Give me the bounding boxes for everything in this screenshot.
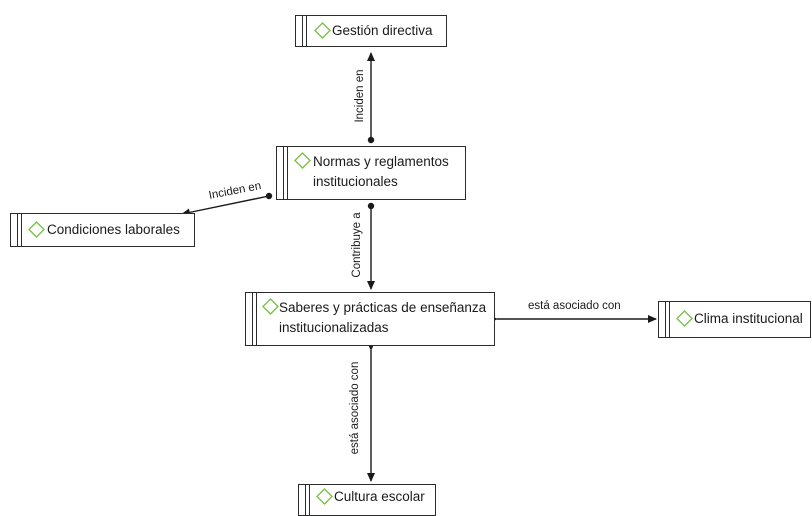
- node-cultura-escolar[interactable]: Cultura escolar: [298, 484, 436, 516]
- node-bar: [283, 147, 288, 199]
- node-label: Gestión directiva: [332, 23, 433, 38]
- edge-label-saberes-clima: está asociado con: [528, 300, 621, 312]
- node-label-line1: Saberes y prácticas de enseñanza: [279, 300, 487, 315]
- node-gestion-directiva[interactable]: Gestión directiva: [295, 15, 447, 47]
- node-label-line1: Normas y reglamentos: [313, 154, 449, 169]
- node-bar: [252, 293, 257, 345]
- node-saberes-practicas[interactable]: Saberes y prácticas de enseñanza institu…: [245, 292, 495, 346]
- edge-normas-saberes: [367, 202, 375, 290]
- node-label-line2: institucionales: [313, 174, 398, 189]
- diamond-icon: [314, 22, 331, 39]
- node-label: Condiciones laborales: [47, 222, 180, 237]
- diamond-icon: [676, 310, 693, 327]
- edge-normas-gestion: [367, 52, 375, 144]
- diamond-icon: [294, 152, 311, 169]
- edge-normas-condiciones: [181, 192, 273, 217]
- diamond-icon: [316, 488, 333, 505]
- node-bar: [302, 16, 307, 46]
- node-bar: [305, 485, 310, 515]
- edge-label-saberes-cultura: está asociado con: [349, 361, 361, 455]
- node-normas-reglamentos[interactable]: Normas y reglamentos institucionales: [276, 146, 466, 200]
- edge-label-normas-gestion: Inciden en: [354, 69, 366, 123]
- node-bar: [17, 214, 22, 246]
- diamond-icon: [28, 221, 45, 238]
- edge-label-normas-saberes: Contribuye a: [351, 212, 363, 278]
- node-condiciones-laborales[interactable]: Condiciones laborales: [10, 213, 195, 247]
- node-label: Cultura escolar: [334, 489, 425, 504]
- diamond-icon: [262, 298, 279, 315]
- node-label: Clima institucional: [694, 311, 803, 326]
- node-bar: [665, 302, 670, 337]
- node-clima-institucional[interactable]: Clima institucional: [658, 301, 811, 338]
- node-label-line2: institucionalizadas: [279, 320, 389, 335]
